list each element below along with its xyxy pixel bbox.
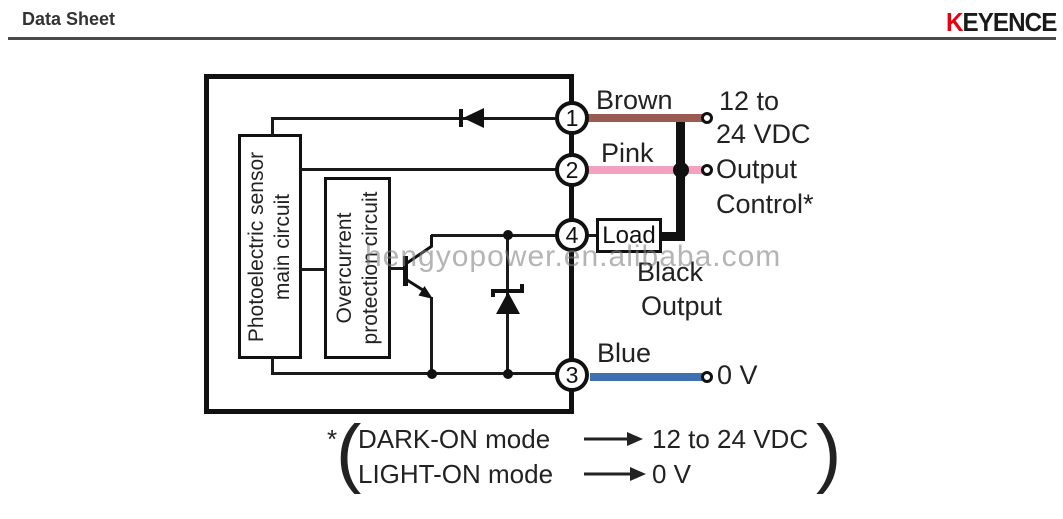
terminal-3: 3 <box>555 358 589 392</box>
brown-wire-label: Brown <box>596 85 673 115</box>
photoelectric-sensor-block: Photoelectric sensor main circuit <box>238 134 302 359</box>
watermark: hengyopower.en.alibaba.com <box>365 240 782 273</box>
load-box: Load <box>596 218 662 253</box>
junction-dot <box>503 369 513 379</box>
keyence-logo: KEYENCE <box>946 7 1058 38</box>
black-wire-label-line1: Black <box>637 257 704 287</box>
arrow-icon <box>584 432 643 446</box>
wire-terminal1 <box>271 117 555 120</box>
wire-terminal1-drop <box>271 117 274 136</box>
wire-transistor-base <box>389 267 406 270</box>
zero-volt-connection-circle <box>701 371 713 383</box>
footnote-asterisk: * <box>327 424 338 454</box>
supply-connection-circle <box>701 112 713 124</box>
footnote-paren-open: ( <box>336 410 362 495</box>
wire-main-to-overcurrent <box>300 268 326 271</box>
footnote-row1-value: 12 to 24 VDC <box>652 424 809 454</box>
blue-wire <box>590 373 702 381</box>
output-control-label-line1: Output <box>716 154 798 184</box>
header-divider <box>8 37 1056 40</box>
supply-label-line1: 12 to <box>719 86 780 116</box>
wire-terminal4-to-load <box>588 234 598 237</box>
footnote-row2-label: LIGHT-ON mode <box>358 459 554 489</box>
terminal-4: 4 <box>555 218 589 252</box>
keyence-logo-rest: EYENCE <box>962 7 1058 37</box>
black-pink-junction-dot <box>673 162 689 178</box>
wire-terminal4 <box>431 234 556 237</box>
output-control-connection-circle <box>701 164 713 176</box>
output-control-label-line2: Control* <box>716 189 814 219</box>
keyence-logo-k: K <box>946 7 963 37</box>
zero-volt-label: 0 V <box>717 360 758 390</box>
footnote-paren-close: ) <box>816 410 842 495</box>
pink-wire-label: Pink <box>601 138 654 168</box>
page-title: Data Sheet <box>22 9 116 29</box>
pink-wire <box>588 166 705 174</box>
terminal-2: 2 <box>555 153 589 187</box>
supply-label-line2: 24 VDC <box>716 119 811 149</box>
terminal-1: 1 <box>555 101 589 135</box>
blue-wire-label: Blue <box>597 338 652 368</box>
wire-emitter-drop <box>430 297 433 375</box>
footnote-row2-value: 0 V <box>652 459 692 489</box>
wire-terminal2 <box>300 168 556 171</box>
junction-dot <box>427 369 437 379</box>
wire-bottom-drop <box>271 357 274 375</box>
brown-wire <box>588 114 705 122</box>
wire-terminal3 <box>271 372 556 375</box>
black-wire-label-line2: Output <box>641 291 723 321</box>
black-output-wire-horizontal <box>659 232 685 241</box>
arrow-icon <box>584 467 646 481</box>
junction-dot <box>503 230 513 240</box>
photoelectric-sensor-label: Photoelectric sensor main circuit <box>245 151 294 342</box>
footnote-row1-label: DARK-ON mode <box>358 424 551 454</box>
